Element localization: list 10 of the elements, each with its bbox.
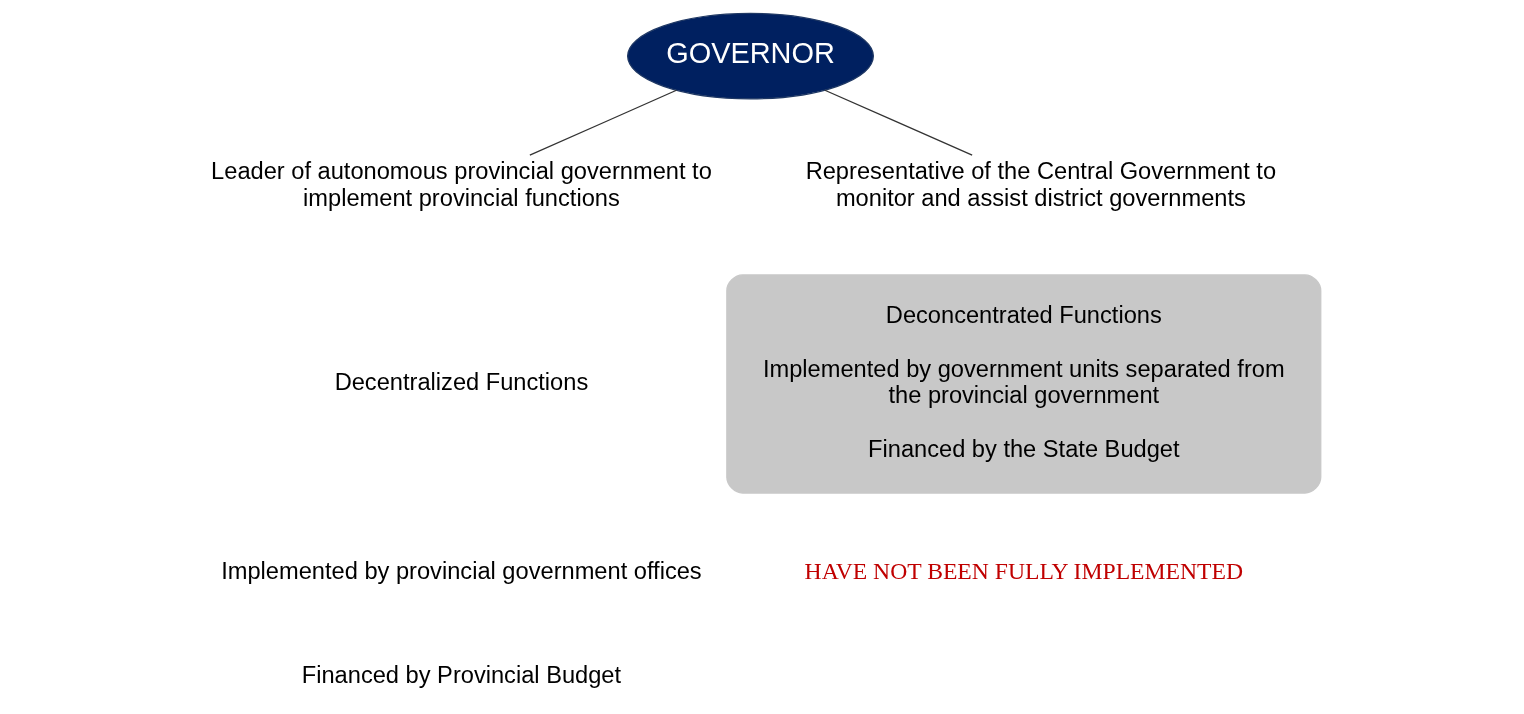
connector	[529, 89, 678, 156]
label: HAVE NOT BEEN FULLY IMPLEMENTED	[804, 557, 1244, 584]
connector	[824, 89, 973, 156]
node-ellipse: GOVERNOR	[627, 12, 874, 100]
label: Decentralized Functions	[334, 368, 589, 395]
node-text: Leader of autonomous provincial government to implement provincial functions	[211, 158, 712, 211]
node-text: Representative of the Central Government to monitor and assist district governments	[805, 158, 1277, 211]
label: Implemented by provincial government offices	[221, 557, 702, 584]
node-box: Deconcentrated Functions Implemented by government units separated from the provincial government Financed by the State Budget	[726, 274, 1322, 494]
label: Financed by Provincial Budget	[301, 661, 622, 688]
